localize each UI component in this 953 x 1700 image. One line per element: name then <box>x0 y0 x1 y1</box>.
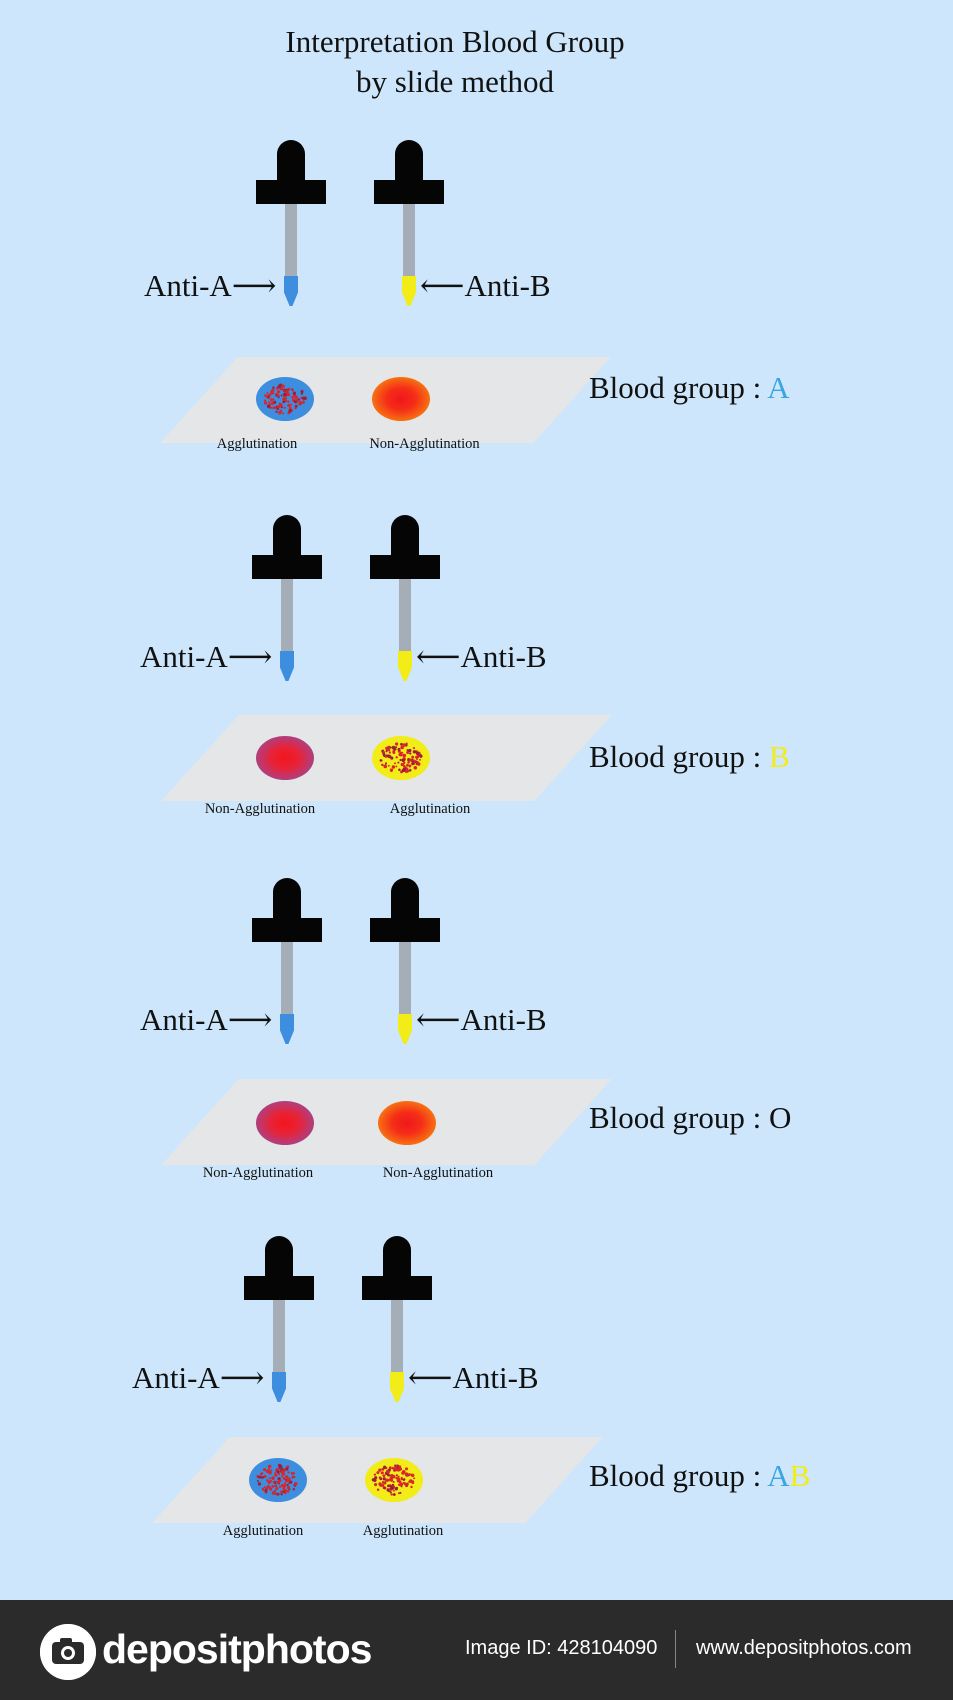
left-result-label: Non-Agglutination <box>202 1165 314 1181</box>
blood-drop-icon <box>372 736 430 780</box>
result-group: B <box>768 739 790 774</box>
arrow-right-icon: ⟶ <box>227 639 273 674</box>
blood-drop-icon <box>256 377 314 421</box>
blood-drop-icon <box>256 1101 314 1145</box>
result-group-a: A <box>767 1458 790 1493</box>
blood-drop-icon <box>249 1458 307 1502</box>
depositphotos-logo-icon <box>40 1624 96 1680</box>
anti-b-text: Anti-B <box>460 1002 547 1037</box>
left-result-label: Agglutination <box>216 436 298 452</box>
anti-b-label: ⟵Anti-B <box>420 268 551 304</box>
blood-drop-icon <box>365 1458 423 1502</box>
anti-a-label: Anti-A⟶ <box>132 1360 264 1396</box>
right-result-label: Agglutination <box>362 1523 444 1539</box>
anti-a-label: Anti-A⟶ <box>140 1002 272 1038</box>
arrow-left-icon: ⟵ <box>416 639 461 674</box>
blood-group-result: Blood group : O <box>589 1100 791 1136</box>
anti-b-text: Anti-B <box>464 268 551 303</box>
result-prefix: Blood group : <box>589 1458 768 1493</box>
blood-drop-icon <box>256 736 314 780</box>
anti-a-text: Anti-A <box>140 1002 228 1037</box>
dropper-icon <box>374 140 444 310</box>
arrow-right-icon: ⟶ <box>227 1002 273 1037</box>
footer-divider <box>675 1630 676 1668</box>
right-result-label: Agglutination <box>389 801 471 817</box>
dropper-icon <box>256 140 326 310</box>
anti-a-text: Anti-A <box>132 1360 220 1395</box>
blood-group-result: Blood group : B <box>589 739 790 775</box>
anti-b-text: Anti-B <box>460 639 547 674</box>
diagram-title: Interpretation Blood Group by slide meth… <box>0 22 910 102</box>
image-id: Image ID: 428104090 <box>465 1637 658 1659</box>
dropper-icon <box>244 1236 314 1406</box>
section-blood-group-b: Anti-A⟶ ⟵Anti-B Non-Agglutination Agglut… <box>0 515 953 855</box>
section-blood-group-o: Anti-A⟶ ⟵Anti-B Non-Agglutination Non-Ag… <box>0 878 953 1218</box>
blood-group-result: Blood group : AB <box>589 1458 810 1494</box>
anti-a-label: Anti-A⟶ <box>140 639 272 675</box>
dropper-icon <box>370 878 440 1048</box>
anti-a-text: Anti-A <box>144 268 232 303</box>
website-link[interactable]: www.depositphotos.com <box>696 1637 912 1659</box>
anti-a-label: Anti-A⟶ <box>144 268 276 304</box>
anti-b-label: ⟵Anti-B <box>416 639 547 675</box>
result-prefix: Blood group : <box>589 1100 769 1135</box>
right-result-label: Non-Agglutination <box>382 1165 494 1181</box>
result-prefix: Blood group : <box>589 370 768 405</box>
arrow-right-icon: ⟶ <box>219 1360 265 1395</box>
dropper-icon <box>362 1236 432 1406</box>
arrow-left-icon: ⟵ <box>416 1002 461 1037</box>
anti-a-text: Anti-A <box>140 639 228 674</box>
left-result-label: Non-Agglutination <box>204 801 316 817</box>
dropper-icon <box>252 878 322 1048</box>
arrow-left-icon: ⟵ <box>408 1360 453 1395</box>
anti-b-text: Anti-B <box>452 1360 539 1395</box>
result-group: O <box>768 1100 792 1135</box>
result-group: A <box>767 370 790 405</box>
section-blood-group-ab: Anti-A⟶ ⟵Anti-B Agglutination Agglutinat… <box>0 1236 953 1576</box>
blood-group-result: Blood group : A <box>589 370 790 406</box>
result-prefix: Blood group : <box>589 739 769 774</box>
left-result-label: Agglutination <box>222 1523 304 1539</box>
blood-drop-icon <box>372 377 430 421</box>
section-blood-group-a: Anti-A⟶ ⟵Anti-B Agglutination Non-Agglut… <box>0 140 953 480</box>
right-result-label: Non-Agglutination <box>369 436 480 452</box>
dropper-icon <box>370 515 440 685</box>
anti-b-label: ⟵Anti-B <box>416 1002 547 1038</box>
arrow-right-icon: ⟶ <box>231 268 277 303</box>
result-group-b: B <box>789 1458 811 1493</box>
title-line-1: Interpretation Blood Group <box>285 24 625 59</box>
blood-drop-icon <box>378 1101 436 1145</box>
title-line-2: by slide method <box>355 64 555 99</box>
brand-name: depositphotos <box>102 1626 372 1672</box>
anti-b-label: ⟵Anti-B <box>408 1360 539 1396</box>
dropper-icon <box>252 515 322 685</box>
footer-bar: depositphotos Image ID: 428104090 www.de… <box>0 1600 953 1700</box>
arrow-left-icon: ⟵ <box>420 268 465 303</box>
